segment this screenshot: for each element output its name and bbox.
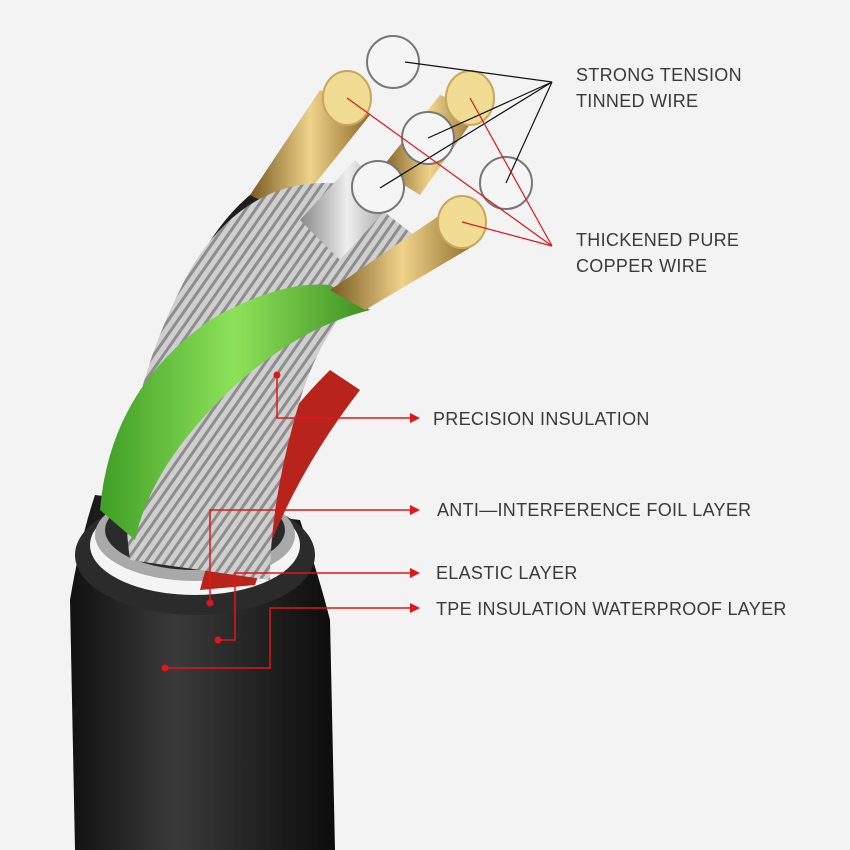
green-insulated-wire [100, 284, 370, 540]
tinned-wire-leaders [379, 61, 553, 189]
copper-wire-label-line2: COPPER WIRE [576, 256, 708, 276]
precision-insulation-label: PRECISION INSULATION [433, 409, 650, 429]
foil-layer-label: ANTI—INTERFERENCE FOIL LAYER [437, 500, 752, 520]
layer-leaders [165, 375, 412, 669]
copper-wire-label: THICKENED PURE COPPER WIRE [576, 227, 739, 279]
tinned-wire-ends [351, 35, 533, 214]
tinned-wire-label: STRONG TENSION TINNED WIRE [576, 62, 742, 114]
tinned-wire-label-line2: TINNED WIRE [576, 91, 699, 111]
elastic-layer-label: ELASTIC LAYER [436, 563, 578, 583]
tinned-wire-label-line1: STRONG TENSION [576, 65, 742, 85]
leader-dots [161, 371, 420, 672]
copper-wire-label-line1: THICKENED PURE [576, 230, 740, 250]
tpe-layer-label: TPE INSULATION WATERPROOF LAYER [436, 599, 787, 619]
copper-wire-leaders [346, 97, 553, 247]
